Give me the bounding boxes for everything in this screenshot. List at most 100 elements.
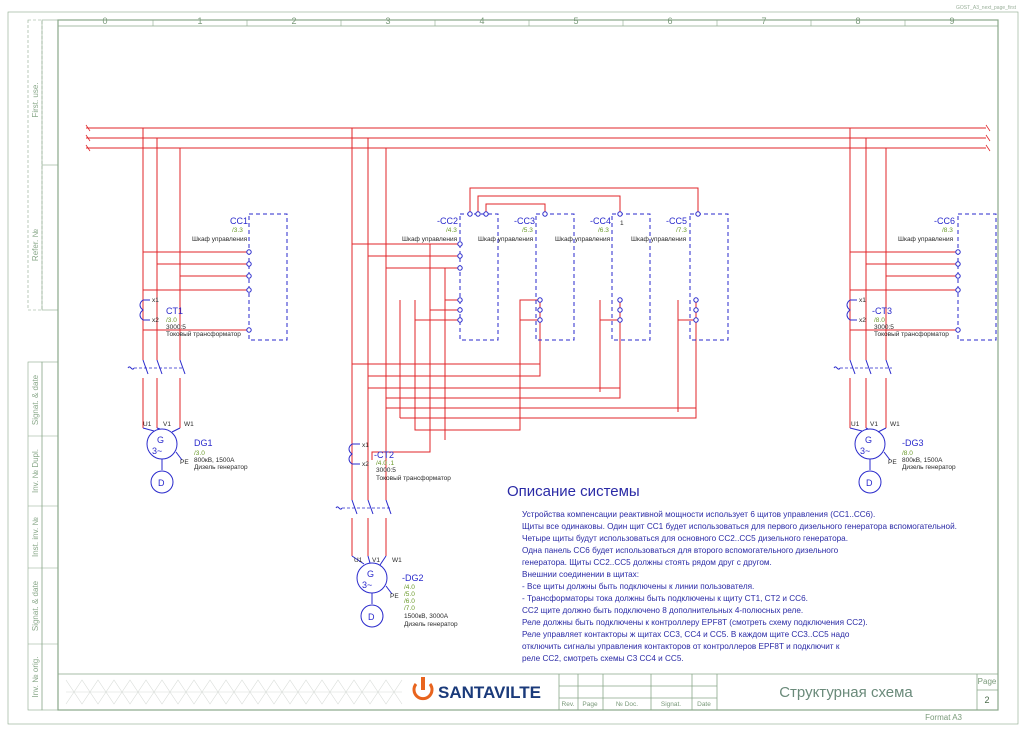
dg3-phase: 3~ [860, 446, 870, 456]
title-block-frame [58, 673, 998, 710]
dg3-d: D [866, 478, 873, 488]
dg1-w1: W1 [184, 421, 194, 428]
ct2-label: Токовый трансформатор [376, 474, 451, 482]
dg2-ref: /7.0 [404, 605, 415, 612]
dg3-w1: W1 [890, 421, 900, 428]
ct2-rating: 3000:5 [376, 467, 396, 474]
description-line: Щиты все одинаковы. Один щит CC1 будет и… [522, 522, 957, 531]
cc2-ref: /4.3 [446, 227, 457, 234]
header-signat: Signat. [661, 701, 681, 708]
cc1-label: Шкаф управления [192, 236, 248, 243]
busbar-break-marks [85, 124, 991, 152]
side-label-signat-date: Signat. & date [31, 374, 40, 425]
side-label-inv-dupl: Inv. № Dupl. [31, 449, 40, 493]
cc2-label: Шкаф управления [402, 236, 458, 243]
ct2-x1: x1 [362, 442, 369, 449]
dg2-pe: PE [390, 593, 399, 600]
cc5-label: Шкаф управления [631, 236, 687, 243]
dg2-v1: V1 [372, 557, 380, 564]
description-line: реле CC2, смотреть схемы С3 CC4 и CC5. [522, 654, 684, 663]
side-label-inv-orig: Inv. № orig. [31, 657, 40, 698]
dg2-ref: /4.0 [404, 584, 415, 591]
description-line: Устройства компенсации реактивной мощнос… [522, 510, 875, 519]
description-line: Четыре щиты будут использоваться для осн… [522, 534, 848, 543]
ct1-x1: x1 [152, 297, 159, 304]
dg1-d: D [158, 478, 165, 488]
description-line: отключить сигналы управления контакторов… [522, 642, 840, 651]
sheet-frame [7, 11, 1019, 725]
dg2-g: G [367, 569, 374, 579]
cc4-ref: /6.3 [598, 227, 609, 234]
dg2-ref: /6.0 [404, 598, 415, 605]
dg1-u1: U1 [143, 421, 152, 428]
title-block-pattern [65, 679, 403, 705]
ct2-tag: -CT2 [374, 450, 394, 460]
dg2-generator [351, 555, 393, 628]
ct2-symbol [348, 443, 360, 465]
dg1-feeder [142, 128, 249, 428]
page-number: 2 [984, 695, 989, 705]
ct3-symbol [846, 299, 857, 321]
dg3-feeder [849, 128, 958, 428]
santavilte-logo: SANTAVILTE [412, 677, 541, 702]
cc3-tag: -CC3 [514, 216, 535, 226]
column-number: 6 [667, 16, 672, 26]
ct3-ref: /8.0 [874, 317, 885, 324]
cc1-ref: /3.3 [232, 227, 243, 234]
ct3-tag: -CT3 [872, 306, 892, 316]
header-rev: Rev. [562, 701, 575, 708]
dg3-g: G [865, 435, 872, 445]
column-number: 5 [573, 16, 578, 26]
dg1-pe: PE [180, 459, 189, 466]
cc6-terminals [955, 249, 961, 333]
side-label-signat-date-2: Signat. & date [31, 580, 40, 631]
dg2-rating: 1500кВ, 3000A [404, 613, 449, 620]
column-number: 9 [949, 16, 954, 26]
ct2-x2: x2 [362, 461, 369, 468]
side-label-first-use: First. use. [31, 82, 40, 117]
breaker-symbol [335, 506, 343, 510]
cc2-cc5-terminals [457, 211, 701, 323]
header-doc: № Doc. [616, 701, 638, 708]
format-label: Format A3 [925, 713, 962, 722]
cc2-tag: -CC2 [437, 216, 458, 226]
header-page: Page [582, 701, 598, 708]
dg3-pe: PE [888, 459, 897, 466]
ct3-rating: 3000:5 [874, 324, 894, 331]
dg2-ref: /5.0 [404, 591, 415, 598]
dg2-w1: W1 [392, 557, 402, 564]
dg3-u1: U1 [851, 421, 860, 428]
description-line: - Все щиты должны быть подключены к лини… [522, 582, 754, 591]
description-heading: Описание системы [507, 483, 640, 500]
cc6-label: Шкаф управления [898, 236, 954, 243]
description-line: Одна панель CC6 будет использоваться для… [522, 546, 839, 555]
dg3-generator [849, 427, 891, 494]
dg1-phase: 3~ [152, 446, 162, 456]
ct1-label: Токовый трансформатор [166, 330, 241, 338]
dg1-v1: V1 [163, 421, 171, 428]
side-strip-bottom [27, 361, 59, 711]
column-ruler [152, 20, 906, 26]
ct3-label: Токовый трансформатор [874, 330, 949, 338]
dg3-ref: /8.0 [902, 450, 913, 457]
dg2-d: D [368, 612, 375, 622]
dg2-label: Дизель генератор [404, 621, 458, 628]
cc1-cabinet [248, 213, 288, 341]
column-number: 2 [291, 16, 296, 26]
column-number: 3 [385, 16, 390, 26]
dg1-tag: DG1 [194, 438, 213, 448]
cc4-tag: -CC4 [590, 216, 611, 226]
dg1-ref: /3.0 [194, 450, 205, 457]
main-busbar [86, 127, 986, 149]
dg1-generator [142, 427, 183, 494]
column-number: 4 [479, 16, 484, 26]
dg1-label: Дизель генератор [194, 464, 248, 471]
cc6-cabinet [957, 213, 997, 341]
breaker-symbol [833, 366, 841, 370]
column-number: 7 [761, 16, 766, 26]
cc5-ref: /7.3 [676, 227, 687, 234]
breaker-symbol [127, 366, 135, 370]
cc5-tag: -CC5 [666, 216, 687, 226]
ct1-ref: /3.0 [166, 317, 177, 324]
